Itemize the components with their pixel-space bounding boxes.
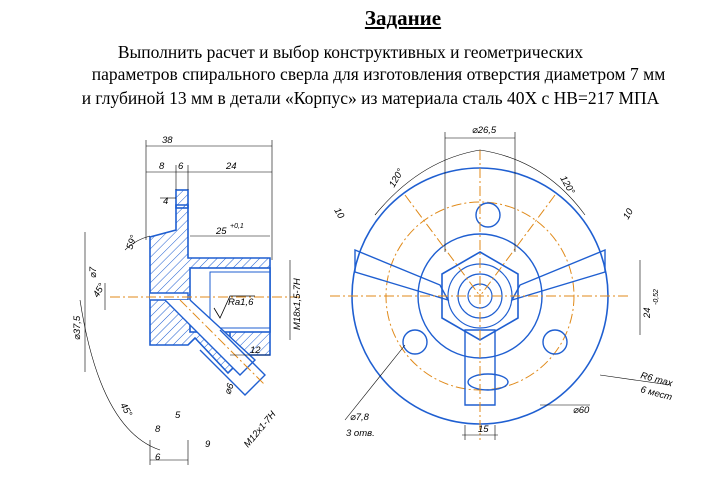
dim-24-tol: -0,52	[653, 289, 660, 305]
dim-dia37-5: ⌀37,5	[72, 315, 83, 340]
section-view: 38 8 6 24 4 25 +0,1 ⌀7 45° 59° ⌀37,5 Ra1…	[72, 135, 303, 465]
dim-24: 24	[642, 307, 653, 319]
dim-dia60: ⌀60	[573, 405, 590, 416]
section-flange	[175, 189, 189, 209]
roughness-label: Ra1,6	[228, 297, 254, 308]
dim-8: 8	[159, 161, 165, 172]
arm-right	[510, 248, 606, 302]
dim-dia7: ⌀7	[88, 266, 99, 278]
hole-top	[475, 202, 501, 228]
arm-left	[354, 248, 450, 302]
hole-right	[542, 329, 568, 355]
dim-dia6: ⌀6	[222, 381, 236, 396]
dim-6: 6	[178, 161, 184, 172]
dim-angle-right: 120°	[557, 174, 576, 197]
task-line-3: и глубиной 13 мм в детали «Корпус» из ма…	[81, 88, 660, 108]
dim-15: 15	[478, 424, 489, 435]
dim-5: 5	[175, 410, 181, 421]
dim-6b: 6	[155, 452, 161, 463]
task-heading: Задание	[364, 6, 442, 30]
dim-dia26-5: ⌀26,5	[472, 125, 497, 136]
dim-bore-depth: 25	[215, 226, 227, 237]
slot-bottom	[467, 373, 509, 391]
thread-main: M18x1,5-7H	[292, 278, 303, 330]
dim-angle59: 59°	[124, 234, 139, 251]
dim-angle45b: 45°	[117, 401, 134, 419]
arm-bottom	[464, 329, 496, 406]
hole-left	[402, 329, 428, 355]
dim-holes: 3 отв.	[346, 428, 375, 439]
dim-9: 9	[205, 439, 211, 450]
dim-12: 12	[250, 345, 261, 356]
dim-8b: 8	[155, 424, 161, 435]
dim-angle45: 45°	[91, 281, 108, 299]
dim-10-right: 10	[621, 206, 636, 221]
task-line-1: Выполнить расчет и выбор конструктивных …	[117, 42, 584, 62]
thread-side: M12x1-7H	[242, 409, 279, 450]
task-line-2: параметров спирального сверла для изгото…	[91, 64, 666, 84]
dim-4: 4	[163, 196, 168, 207]
dim-10-left: 10	[331, 206, 346, 221]
dim-dia7-8: ⌀7,8	[350, 412, 370, 423]
dim-24: 24	[225, 161, 237, 172]
dim-overall-length: 38	[162, 135, 173, 146]
front-view: ⌀26,5 120° 120° 10 10 24 -0,52 R6 max 6 …	[330, 125, 675, 440]
dim-bore-tol: +0,1	[230, 223, 244, 230]
